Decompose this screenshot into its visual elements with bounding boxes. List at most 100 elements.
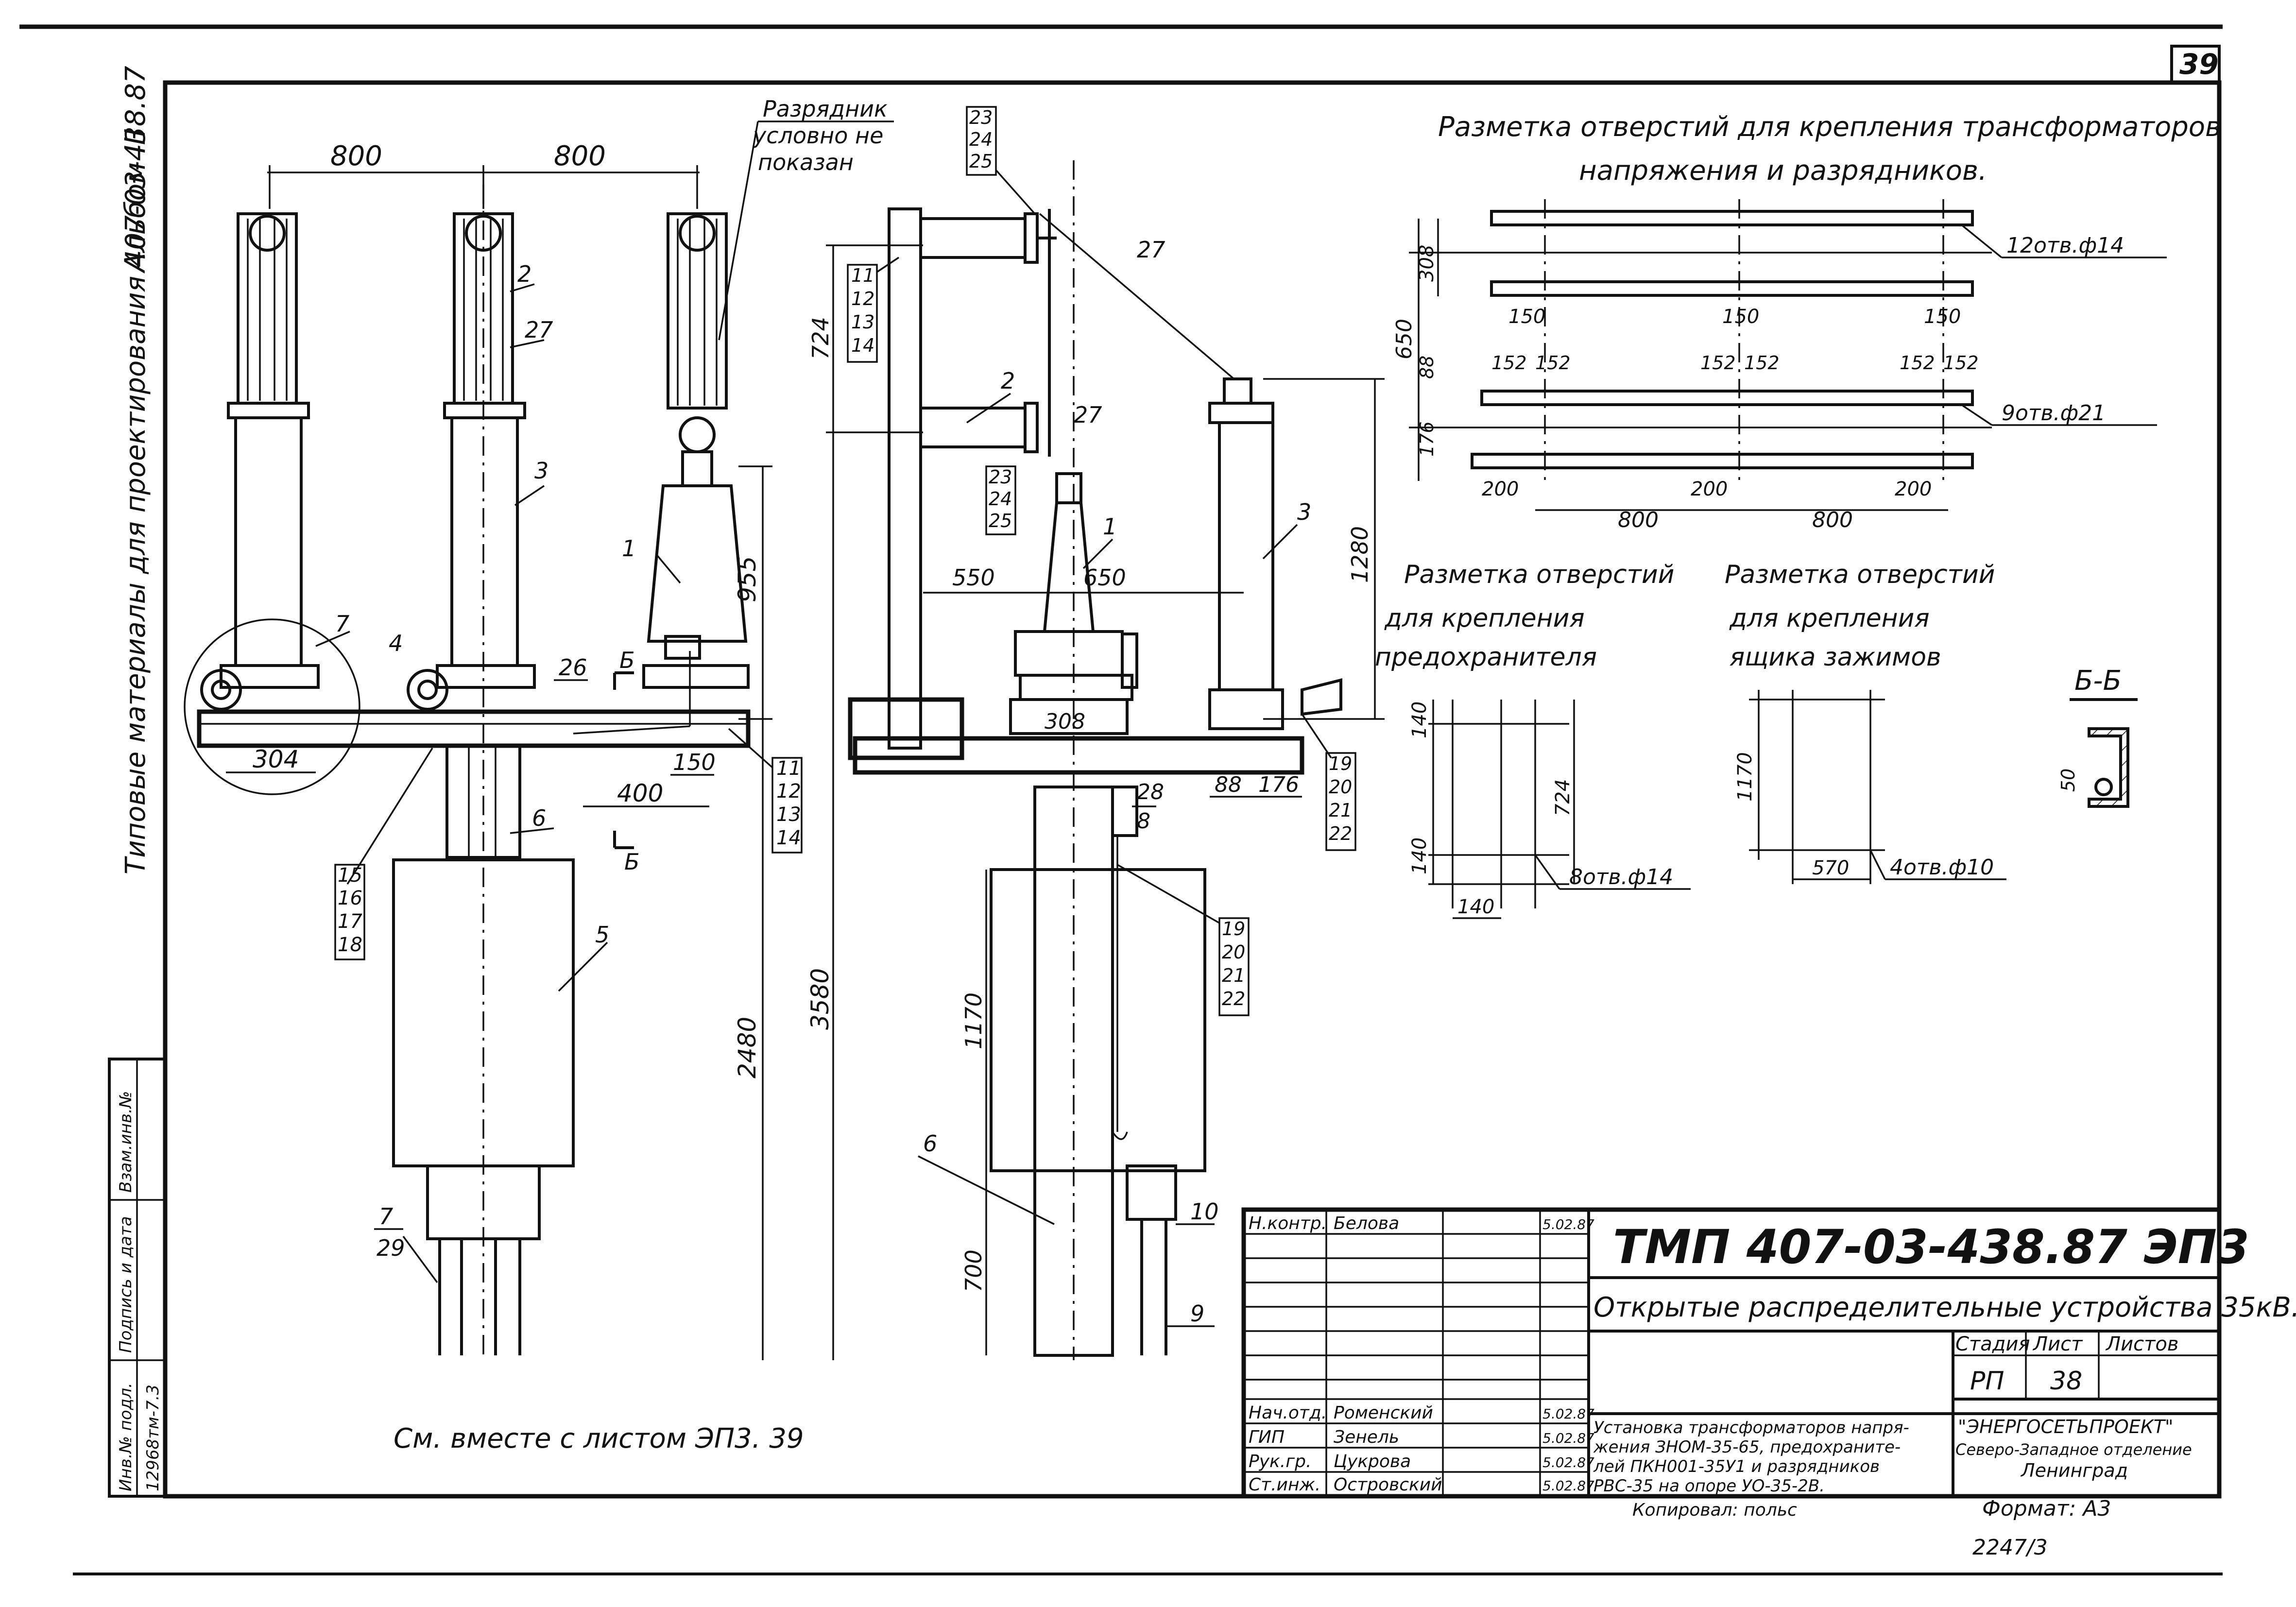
side-label-1: 1 — [1103, 513, 1117, 540]
svg-text:23: 23 — [969, 107, 993, 128]
holes-main-dim-88: 88 — [1416, 356, 1438, 379]
svg-text:16: 16 — [338, 887, 362, 909]
svg-text:23: 23 — [989, 466, 1012, 488]
front-dim-150: 150 — [673, 749, 716, 775]
front-dim-800-right: 800 — [554, 140, 606, 172]
holes-box: Разметка отверстий для крепления ящика з… — [1725, 560, 2006, 884]
side-dim-176: 176 — [1258, 772, 1299, 797]
tb-row-4-date: 5.02.87 — [1542, 1454, 1594, 1470]
holes-main-dim-800b: 800 — [1812, 508, 1853, 532]
front-dim-304: 304 — [253, 745, 299, 773]
svg-text:18: 18 — [338, 934, 362, 956]
tb-row-5-name: Островский — [1334, 1475, 1442, 1495]
front-dim-800-left: 800 — [330, 140, 382, 172]
front-dim-400: 400 — [617, 779, 663, 807]
holes-main-dim-152f: 152 — [1943, 352, 1979, 374]
svg-text:15: 15 — [338, 864, 362, 887]
side-label-8: 8 — [1137, 809, 1150, 834]
svg-text:12: 12 — [851, 288, 874, 309]
front-label-27: 27 — [525, 317, 553, 343]
stamp-col-3: Взам.инв.№ — [116, 1091, 136, 1193]
approval-stamp: Взам.инв.№ Подпись и дата Инв.№ подл. 12… — [108, 1058, 167, 1498]
holes-main-dim-152e: 152 — [1900, 352, 1935, 374]
holes-main-dim-200c: 200 — [1895, 478, 1932, 500]
side-dim-724: 724 — [807, 317, 834, 359]
tb-row-4-role: Рук.гр. — [1249, 1452, 1311, 1471]
svg-text:24: 24 — [969, 129, 993, 150]
tb-code: ТМП 407-03-438.87 ЭП3 — [1613, 1220, 2249, 1274]
holes-box-title-1: Разметка отверстий — [1725, 560, 1995, 589]
arrester-note-2: условно не — [752, 122, 883, 149]
side-label-27a: 27 — [1137, 237, 1165, 263]
holes-main-dim-152d: 152 — [1744, 352, 1780, 374]
sheet-number: 39 — [2179, 48, 2219, 81]
svg-text:14: 14 — [851, 335, 874, 356]
side-group-23-mid: 23 24 25 — [985, 465, 1016, 535]
tb-desc-4: РВС-35 на опоре УО-35-2В. — [1593, 1476, 1825, 1496]
side-group-19-mid: 19 20 21 22 — [1218, 917, 1250, 1016]
svg-text:24: 24 — [989, 488, 1012, 510]
holes-main-dim-200a: 200 — [1482, 478, 1519, 500]
holes-box-title-3: ящика зажимов — [1730, 643, 1941, 672]
transformer-left — [220, 212, 320, 689]
section-bb-title: Б-Б — [2074, 665, 2122, 697]
holes-fuse-dim-140a: 140 — [1408, 701, 1431, 738]
holes-main: Разметка отверстий для крепления трансфо… — [1392, 111, 2221, 532]
tb-org-2: Северо-Западное отделение — [1955, 1440, 2192, 1459]
holes-main-dim-308: 308 — [1416, 245, 1438, 282]
holes-main-note-9: 9отв.ф21 — [2002, 401, 2106, 426]
holes-main-dim-650: 650 — [1392, 319, 1417, 359]
holes-fuse-title-2: для крепления — [1384, 604, 1585, 633]
section-bb: Б-Б 50 — [2057, 665, 2138, 808]
holes-box-dim-1170: 1170 — [1734, 752, 1756, 802]
side-dim-550: 550 — [952, 564, 995, 591]
front-label-29: 29 — [377, 1235, 405, 1261]
svg-text:20: 20 — [1222, 941, 1245, 963]
tb-row-1-name: Белова — [1334, 1214, 1399, 1233]
holes-fuse-title-3: предохранителя — [1375, 643, 1597, 672]
side-dim-3580: 3580 — [806, 968, 834, 1030]
front-label-26: 26 — [559, 654, 587, 681]
svg-text:25: 25 — [969, 151, 993, 172]
holes-main-title-2: напряжения и разрядников. — [1579, 155, 1987, 187]
tb-sheet-h: Лист — [2032, 1333, 2083, 1355]
front-dim-955: 955 — [733, 556, 761, 602]
side-dim-1170: 1170 — [960, 992, 987, 1049]
holes-main-dim-150a: 150 — [1508, 306, 1545, 328]
holes-box-note: 4отв.ф10 — [1890, 855, 1994, 880]
tb-stage-h: Стадия — [1955, 1333, 2030, 1355]
holes-fuse-title-1: Разметка отверстий — [1404, 560, 1674, 589]
side-label-3: 3 — [1297, 499, 1311, 525]
front-label-1: 1 — [622, 535, 636, 562]
side-view: 724 3580 550 650 308 88 176 1280 1170 70… — [806, 106, 1385, 1360]
side-group-11: 11 12 13 14 — [847, 264, 878, 363]
side-dim-308: 308 — [1045, 709, 1085, 734]
holes-main-dim-176: 176 — [1416, 421, 1438, 457]
transformer-middle — [436, 212, 536, 689]
svg-text:22: 22 — [1329, 823, 1352, 844]
tb-row-1-date: 5.02.87 — [1542, 1216, 1594, 1232]
stamp-col-2: Подпись и дата — [116, 1216, 136, 1353]
tb-desc-2: жения ЗНОМ-35-65, предохраните- — [1593, 1437, 1901, 1457]
holes-main-dim-200b: 200 — [1691, 478, 1728, 500]
series-note: Типовые материалы для проектирования 407… — [120, 66, 152, 874]
holes-fuse-dim-724: 724 — [1552, 779, 1574, 816]
tb-format: Формат: А3 — [1982, 1496, 2111, 1521]
holes-main-dim-152a: 152 — [1491, 352, 1527, 374]
svg-text:11: 11 — [776, 757, 801, 780]
svg-text:19: 19 — [1222, 918, 1245, 940]
tb-org-1: "ЭНЕРГОСЕТЬПРОЕКТ" — [1958, 1416, 2174, 1437]
side-label-28: 28 — [1137, 780, 1164, 804]
tb-project: Открытые распределительные устройства 35… — [1593, 1292, 2296, 1323]
svg-text:25: 25 — [989, 510, 1012, 531]
svg-text:21: 21 — [1222, 965, 1245, 986]
front-label-4: 4 — [389, 630, 403, 656]
side-dim-1280: 1280 — [1347, 526, 1373, 583]
front-group-15: 15 16 17 18 — [334, 864, 365, 960]
stamp-col-1: Инв.№ подл. — [116, 1383, 136, 1491]
svg-text:12: 12 — [776, 780, 801, 803]
holes-fuse-dim-140b: 140 — [1408, 838, 1431, 874]
tb-stage: РП — [1970, 1367, 2004, 1396]
svg-text:11: 11 — [851, 265, 874, 286]
arrester-note-1: Разрядник — [763, 96, 888, 122]
